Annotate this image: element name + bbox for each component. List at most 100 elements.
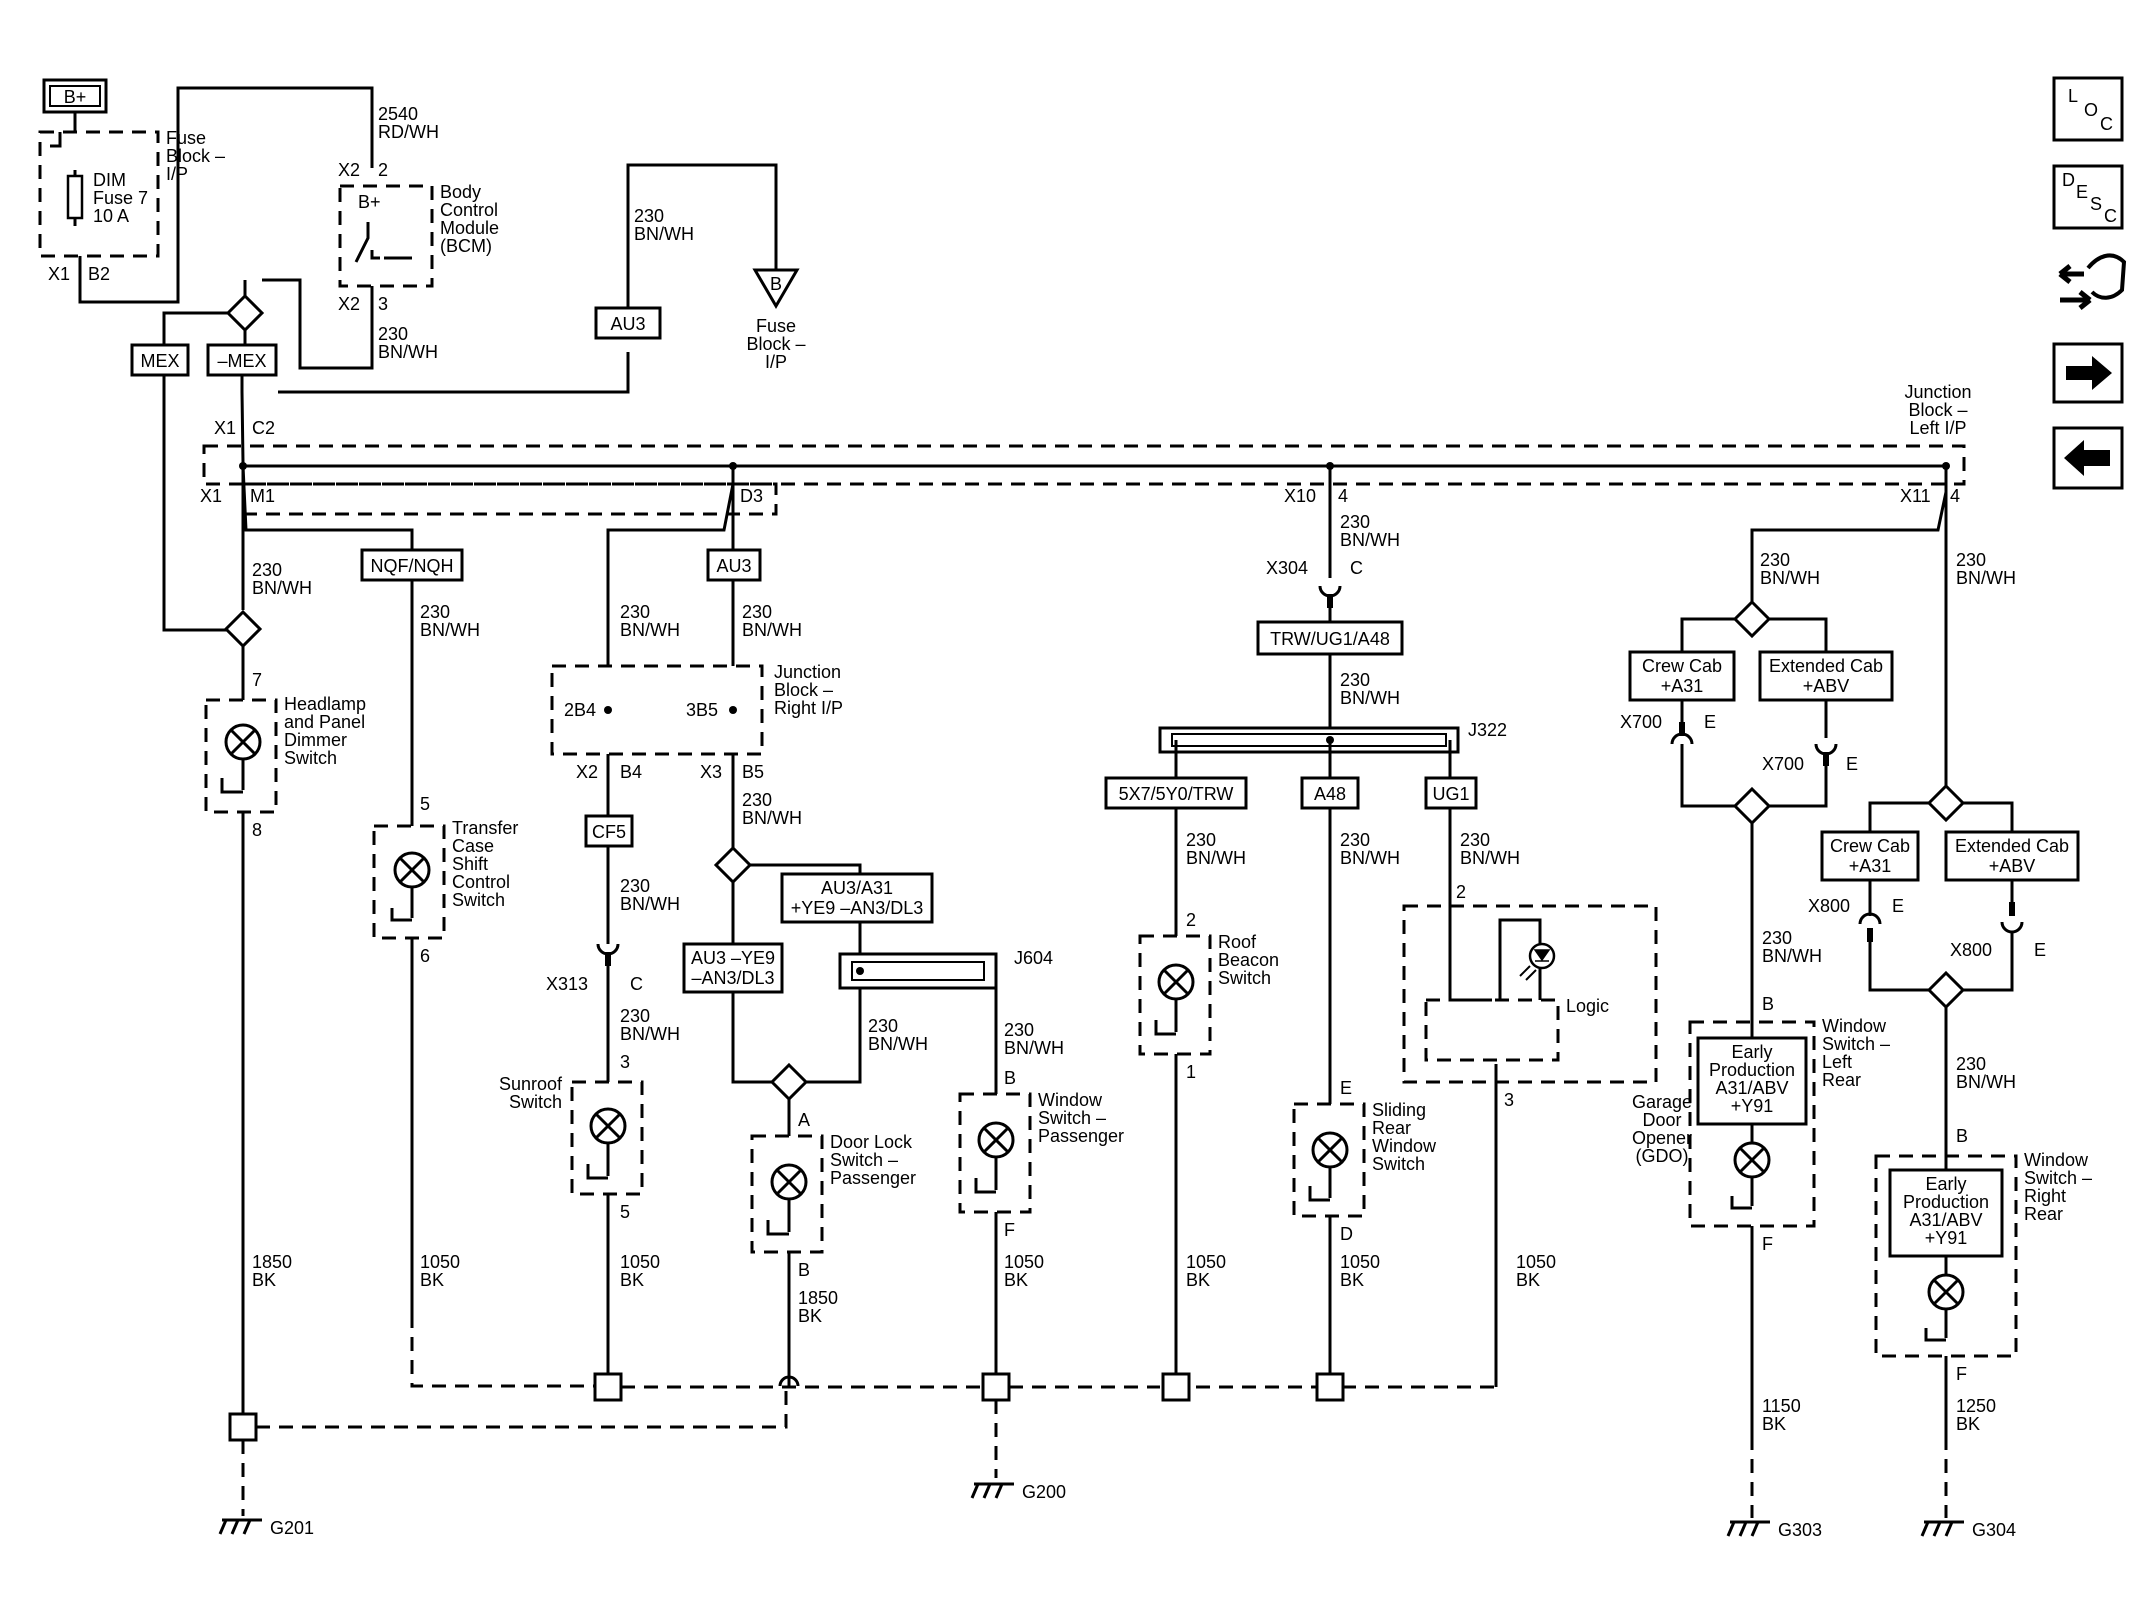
svg-text:B: B [1956,1126,1968,1146]
ground-splice [981,1372,1011,1402]
description-view-button[interactable]: D E S C [2052,164,2124,230]
svg-text:X2: X2 [338,160,360,180]
svg-text:230: 230 [1760,550,1790,570]
lamp-icon [770,1163,808,1201]
svg-text:Window: Window [1822,1016,1887,1036]
svg-text:+A31: +A31 [1849,856,1892,876]
splice-diamond [1926,970,1966,1010]
svg-text:Switch –: Switch – [1038,1108,1106,1128]
ground-splice [1315,1372,1345,1402]
svg-text:Fuse 7: Fuse 7 [93,188,148,208]
svg-text:NQF/NQH: NQF/NQH [371,556,454,576]
svg-text:J322: J322 [1468,720,1507,740]
svg-text:AU3 –YE9: AU3 –YE9 [691,948,775,968]
svg-text:UG1: UG1 [1432,784,1469,804]
svg-text:Rear: Rear [2024,1204,2063,1224]
svg-text:230: 230 [1460,830,1490,850]
svg-text:A31/ABV: A31/ABV [1909,1210,1982,1230]
svg-text:TRW/UG1/A48: TRW/UG1/A48 [1270,629,1390,649]
svg-text:DIM: DIM [93,170,126,190]
svg-text:BN/WH: BN/WH [634,224,694,244]
next-page-button[interactable] [2052,342,2124,404]
sliding-rear-window-switch: Sliding Rear Window Switch [1292,1100,1437,1218]
svg-text:Junction: Junction [1904,382,1971,402]
svg-text:BK: BK [1004,1270,1028,1290]
svg-text:CF5: CF5 [592,822,626,842]
svg-text:A31/ABV: A31/ABV [1715,1078,1788,1098]
svg-text:230: 230 [868,1016,898,1036]
option-extended-cab-abv-right: Extended Cab +ABV [1944,830,2080,882]
svg-text:Control: Control [452,872,510,892]
svg-text:BN/WH: BN/WH [620,894,680,914]
option-extended-cab-abv-left: Extended Cab +ABV [1758,650,1894,702]
svg-text:Left: Left [1822,1052,1852,1072]
svg-text:8: 8 [252,820,262,840]
svg-text:1050: 1050 [420,1252,460,1272]
svg-text:B+: B+ [358,192,381,212]
svg-text:230: 230 [252,560,282,580]
svg-text:Module: Module [440,218,499,238]
svg-text:230: 230 [1340,830,1370,850]
svg-text:Extended Cab: Extended Cab [1769,656,1883,676]
svg-text:RD/WH: RD/WH [378,122,439,142]
svg-text:Extended Cab: Extended Cab [1955,836,2069,856]
junction-block-left-ip [202,444,1966,516]
ground-g303: G303 [1726,1520,1822,1540]
svg-text:X700: X700 [1762,754,1804,774]
svg-text:5: 5 [420,794,430,814]
svg-text:(GDO): (GDO) [1636,1146,1689,1166]
svg-text:Switch –: Switch – [2024,1168,2092,1188]
svg-text:B: B [798,1260,810,1280]
connector-hand-icon[interactable] [2058,253,2127,310]
option-not-mex: –MEX [206,343,278,377]
svg-text:230: 230 [742,790,772,810]
svg-text:Garage: Garage [1632,1092,1692,1112]
svg-text:and Panel: and Panel [284,712,365,732]
svg-text:1: 1 [1186,1062,1196,1082]
svg-text:BN/WH: BN/WH [620,1024,680,1044]
svg-text:AU3: AU3 [716,556,751,576]
svg-text:BN/WH: BN/WH [620,620,680,640]
ground-g201: G201 [218,1518,314,1538]
svg-text:3B5: 3B5 [686,700,718,720]
svg-text:BN/WH: BN/WH [1956,1072,2016,1092]
svg-text:Switch: Switch [1372,1154,1425,1174]
svg-text:Sliding: Sliding [1372,1100,1426,1120]
window-switch-right-rear: Early Production A31/ABV +Y91 Window Swi… [1874,1150,2092,1358]
splice-diamond [769,1062,809,1102]
svg-text:Switch –: Switch – [1822,1034,1890,1054]
ground-splice [593,1372,623,1402]
svg-text:230: 230 [620,876,650,896]
svg-text:1850: 1850 [252,1252,292,1272]
splice-diamond [713,845,753,885]
svg-text:2540: 2540 [378,104,418,124]
svg-text:E: E [2034,940,2046,960]
svg-text:BK: BK [1956,1414,1980,1434]
option-ug1: UG1 [1424,776,1478,810]
garage-door-opener: Logic Garage Door Opener (GDO) [1402,904,1692,1166]
option-nqf-nqh: NQF/NQH [360,548,464,582]
svg-text:G200: G200 [1022,1482,1066,1502]
svg-text:C: C [2104,206,2117,226]
svg-text:X1: X1 [214,418,236,438]
svg-text:Right: Right [2024,1186,2066,1206]
svg-text:A48: A48 [1314,784,1346,804]
svg-text:BN/WH: BN/WH [742,620,802,640]
svg-text:1050: 1050 [1186,1252,1226,1272]
svg-text:Rear: Rear [1822,1070,1861,1090]
previous-page-button[interactable] [2052,426,2124,490]
svg-text:C: C [1350,558,1363,578]
svg-text:D3: D3 [740,486,763,506]
svg-text:F: F [1762,1234,1773,1254]
location-view-button[interactable]: L O C [2052,76,2124,142]
svg-text:BN/WH: BN/WH [378,342,438,362]
svg-text:230: 230 [1956,550,1986,570]
svg-text:230: 230 [1762,928,1792,948]
svg-text:BN/WH: BN/WH [1340,848,1400,868]
svg-text:G201: G201 [270,1518,314,1538]
svg-text:O: O [2084,100,2098,120]
svg-text:BN/WH: BN/WH [1340,530,1400,550]
ground-g200: G200 [970,1482,1066,1502]
option-mex: MEX [130,343,190,377]
